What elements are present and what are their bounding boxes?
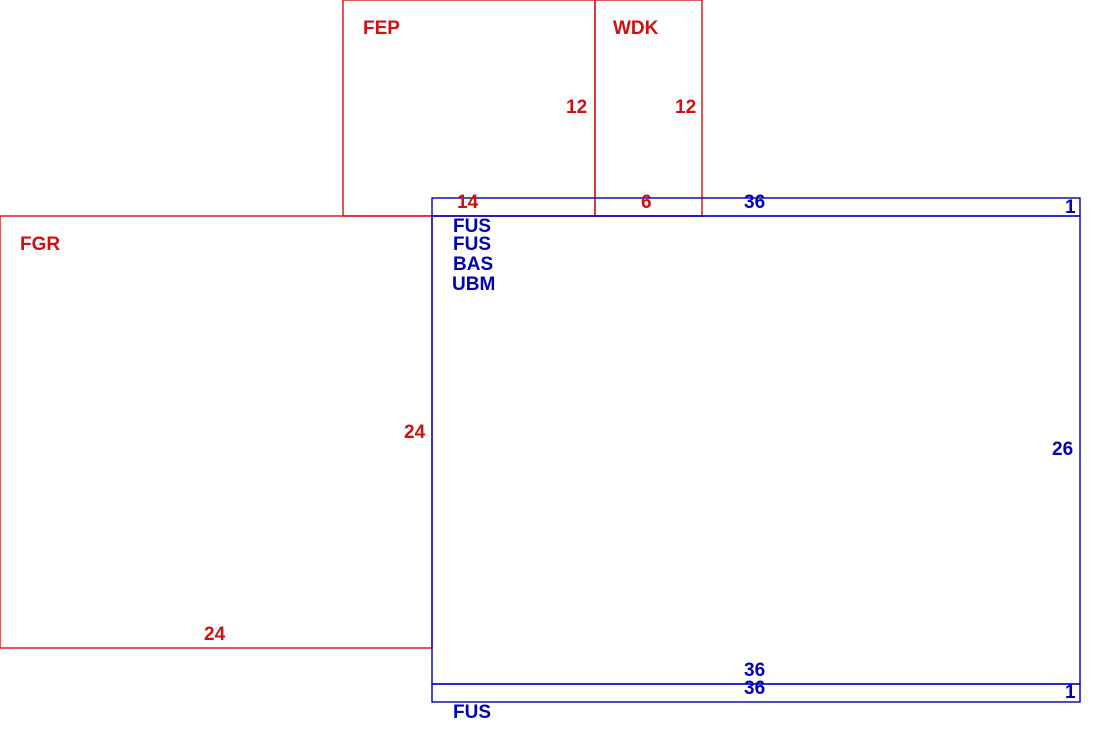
room-fep-name: FEP xyxy=(363,18,400,39)
main-body-label-4: UBM xyxy=(452,274,495,295)
main-body-label-2: FUS xyxy=(453,234,491,255)
room-wdk-bottom-dim: 6 xyxy=(641,192,652,213)
top-strip-length-dim: 36 xyxy=(744,192,765,213)
bottom-strip-length-dim: 36 xyxy=(744,678,765,699)
room-fgr-name: FGR xyxy=(20,234,60,255)
room-fgr-outline xyxy=(0,215,433,649)
room-wdk-right-dim: 12 xyxy=(675,97,696,118)
red-labels: FEP 12 14 WDK 12 6 FGR 24 24 xyxy=(20,18,696,645)
room-fep-bottom-dim: 14 xyxy=(457,192,479,213)
room-fgr-right-dim: 24 xyxy=(404,422,426,443)
bottom-strip-height-dim: 1 xyxy=(1065,682,1076,703)
room-fep-right-dim: 12 xyxy=(566,97,587,118)
bottom-strip-label: FUS xyxy=(453,702,491,723)
red-rooms xyxy=(0,0,703,649)
main-body-right-dim: 26 xyxy=(1052,439,1073,460)
main-body-outline xyxy=(431,215,1081,685)
room-wdk-name: WDK xyxy=(613,18,659,39)
bottom-strip-outline xyxy=(431,683,1081,703)
blue-labels: 36 1 FUS FUS BAS UBM 26 36 36 1 FUS xyxy=(452,192,1076,723)
main-body-label-1: FUS xyxy=(453,216,491,237)
main-body-label-3: BAS xyxy=(453,254,493,275)
blue-areas xyxy=(431,197,1081,703)
room-fgr-bottom-dim: 24 xyxy=(204,624,226,645)
top-strip-height-dim: 1 xyxy=(1065,197,1076,218)
main-body-bottom-dim: 36 xyxy=(744,660,765,681)
